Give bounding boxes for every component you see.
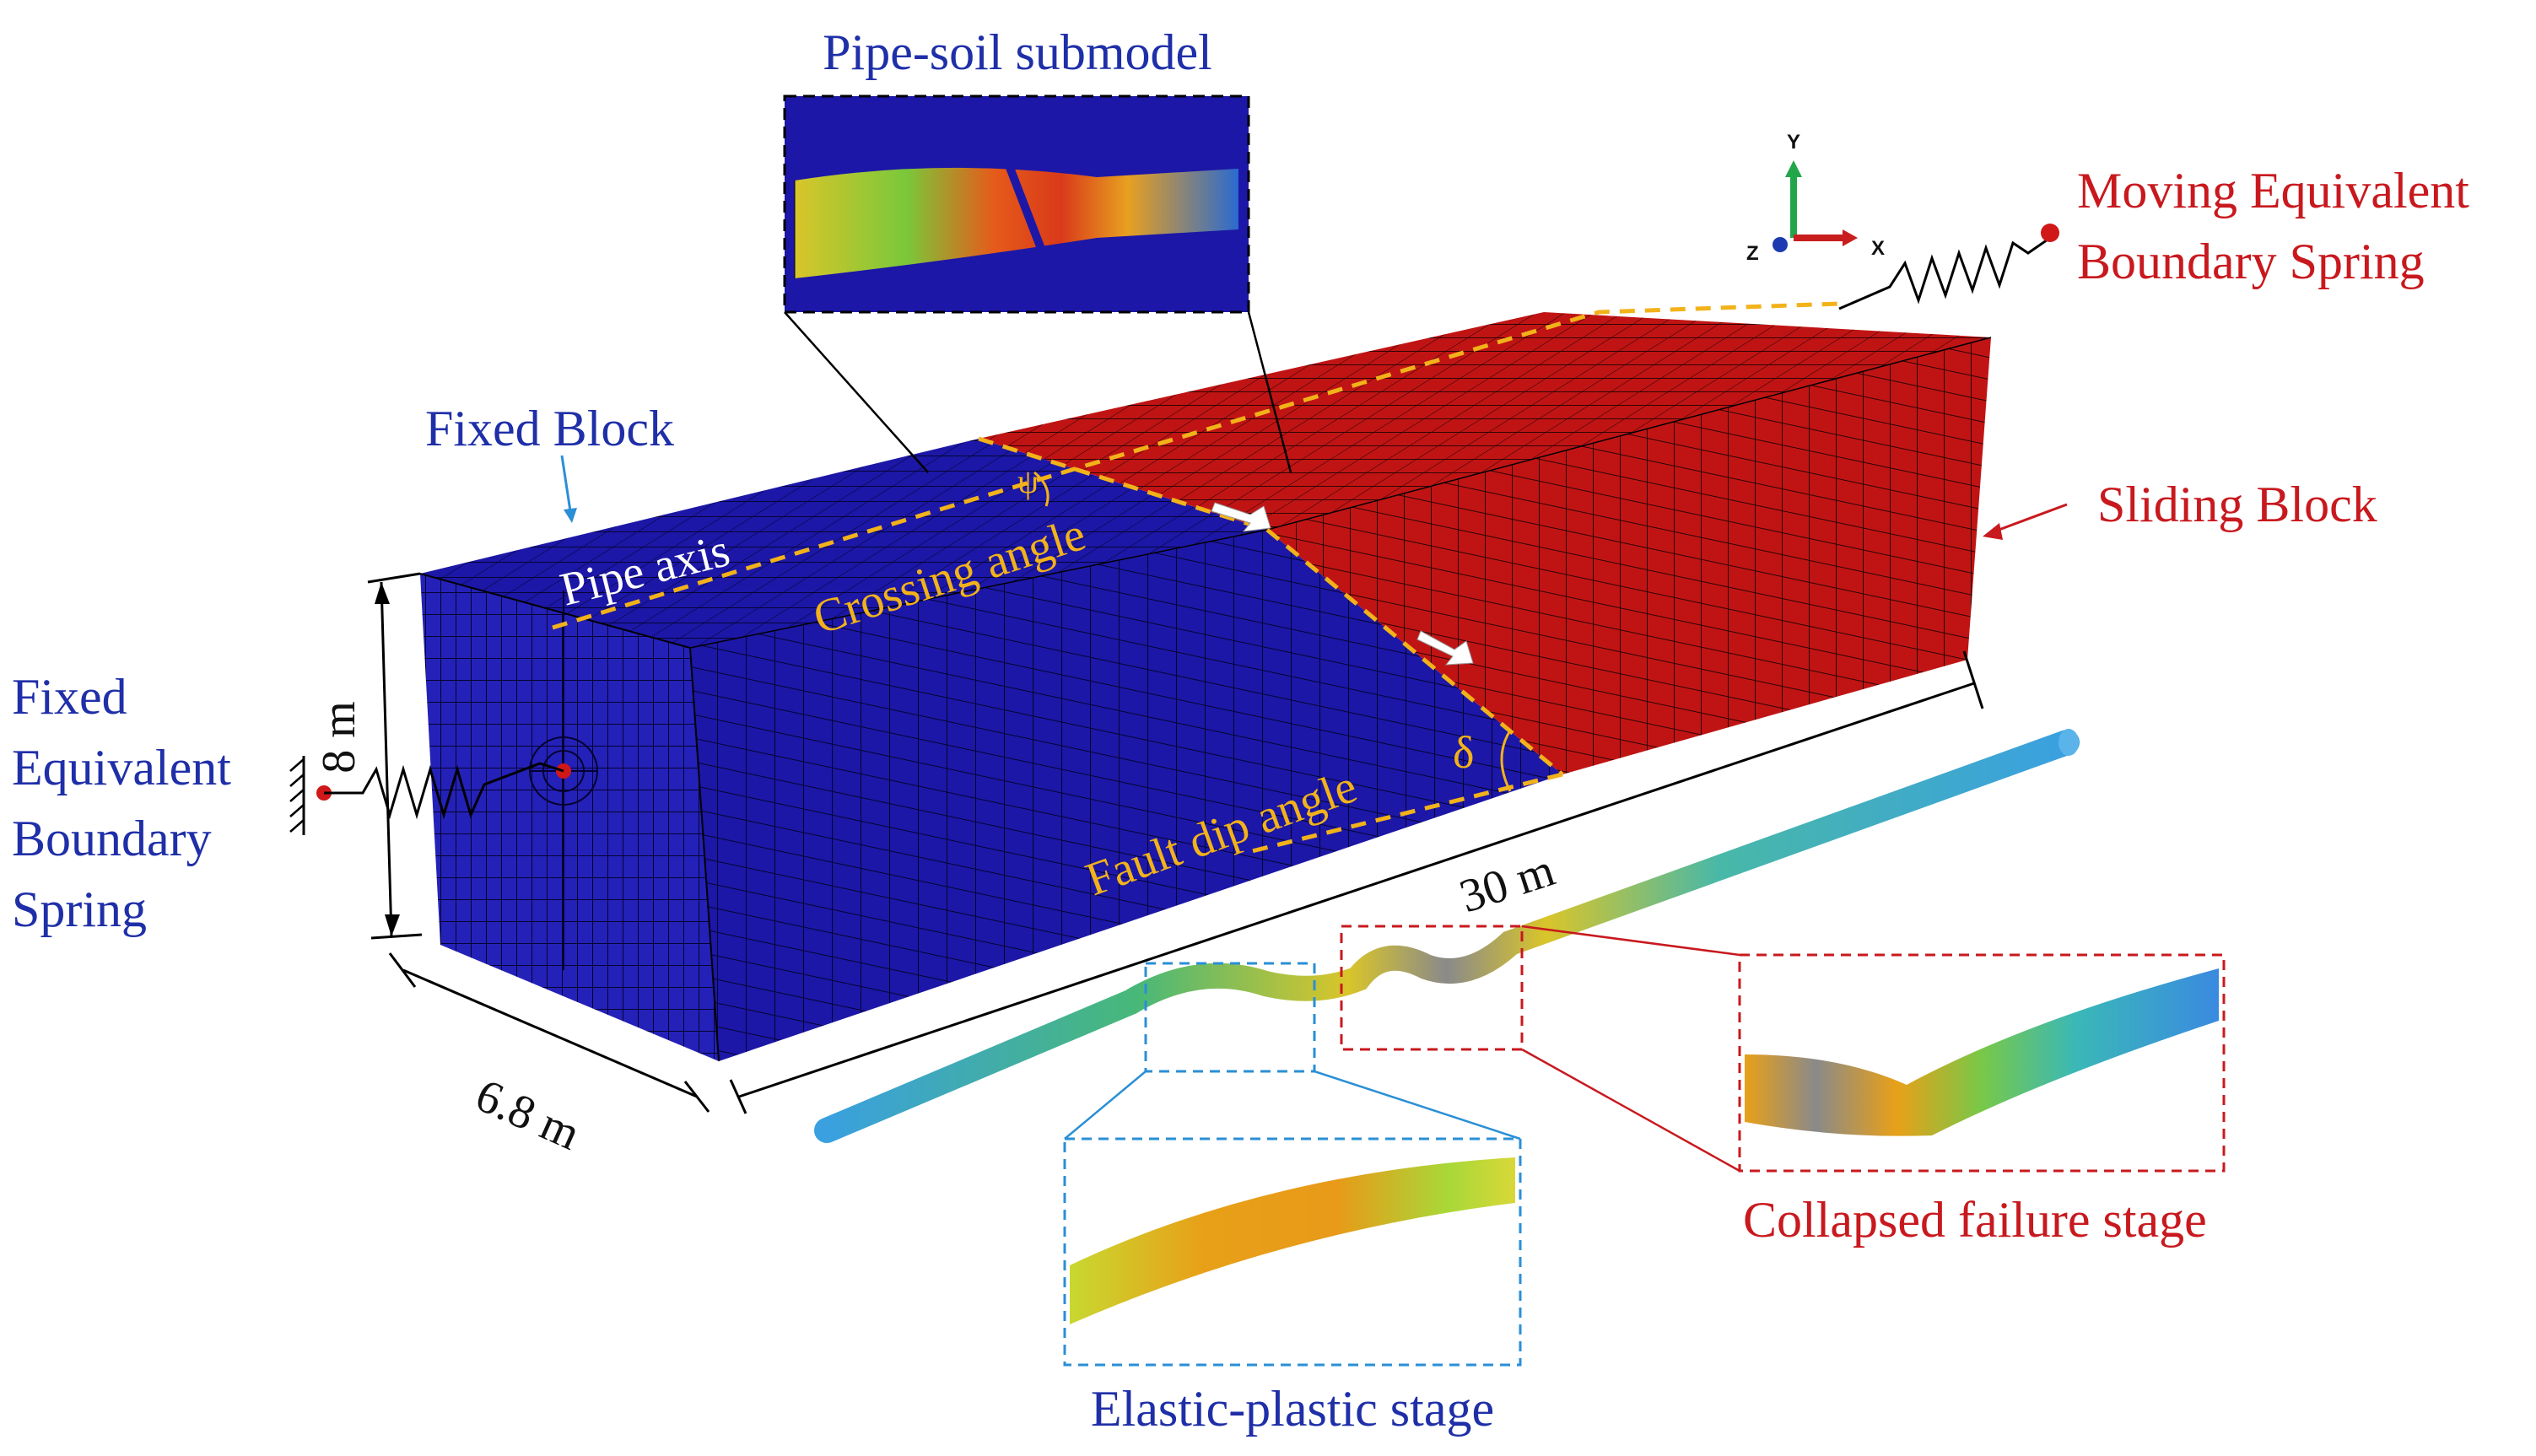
moving-spring-label-1: Moving Equivalent	[2077, 163, 2469, 218]
slip-arrow-icon	[1416, 630, 1474, 666]
fault-trace-front	[1265, 528, 1564, 776]
moving-spring-label-2: Boundary Spring	[2077, 234, 2425, 289]
fixed-block-front-face	[690, 530, 1562, 1061]
dip-angle-arc	[1500, 730, 1512, 792]
elastic-plastic-stage-label: Elastic-plastic stage	[1091, 1381, 1494, 1437]
pipe-body	[814, 730, 2080, 1143]
fixed-spring-label-4: Spring	[12, 882, 147, 937]
height-dimension-label: 8 m	[313, 701, 365, 774]
fixed-spring	[289, 756, 564, 835]
sliding-block-front-face	[1267, 337, 1991, 774]
soil-model	[419, 312, 1992, 1062]
moving-spring	[1838, 224, 2059, 310]
fixed-block-label: Fixed Block	[425, 401, 674, 456]
slip-arrows	[1211, 502, 1474, 666]
spring-coil-icon	[1838, 236, 2051, 310]
axis-y-label: Y	[1787, 131, 1800, 154]
length-dimension-label: 30 m	[1454, 844, 1561, 923]
submodel-inset	[783, 94, 1292, 473]
sliding-block-label: Sliding Block	[2097, 477, 2377, 532]
collapsed-stage-label: Collapsed failure stage	[1743, 1192, 2207, 1248]
fixed-spring-label-2: Equivalent	[12, 740, 231, 795]
crossing-angle-arc	[1033, 471, 1049, 507]
fixed-block-top-face	[420, 439, 1267, 648]
moving-spring-node	[2041, 224, 2059, 242]
dip-reference-line	[1248, 772, 1563, 855]
spring-coil-icon	[324, 762, 564, 820]
axis-z-label: Z	[1746, 242, 1759, 265]
collapsed-inset	[1340, 925, 2226, 1173]
fixed-block-end-face	[420, 574, 719, 1061]
axis-x-label: X	[1871, 237, 1885, 260]
fixed-spring-label-3: Boundary	[12, 811, 212, 866]
pipe-soil-submodel-label: Pipe-soil submodel	[823, 24, 1212, 80]
fixed-spring-label-1: Fixed	[12, 669, 127, 725]
slip-arrow-icon	[1211, 502, 1271, 532]
deformed-pipe	[814, 729, 2080, 1143]
width-dimension-label: 6.8 m	[468, 1069, 588, 1161]
sliding-block-top-face	[979, 312, 1991, 530]
delta-symbol: δ	[1453, 727, 1474, 778]
label-arrows	[560, 455, 2068, 540]
pipe-axis-line	[552, 301, 1840, 630]
elastic-plastic-inset	[1063, 962, 1522, 1367]
psi-symbol: ψ	[1017, 462, 1039, 500]
axis-triad: Y X Z	[1746, 131, 1885, 265]
dimensions	[367, 572, 1984, 1114]
reference-lines	[552, 301, 1840, 855]
